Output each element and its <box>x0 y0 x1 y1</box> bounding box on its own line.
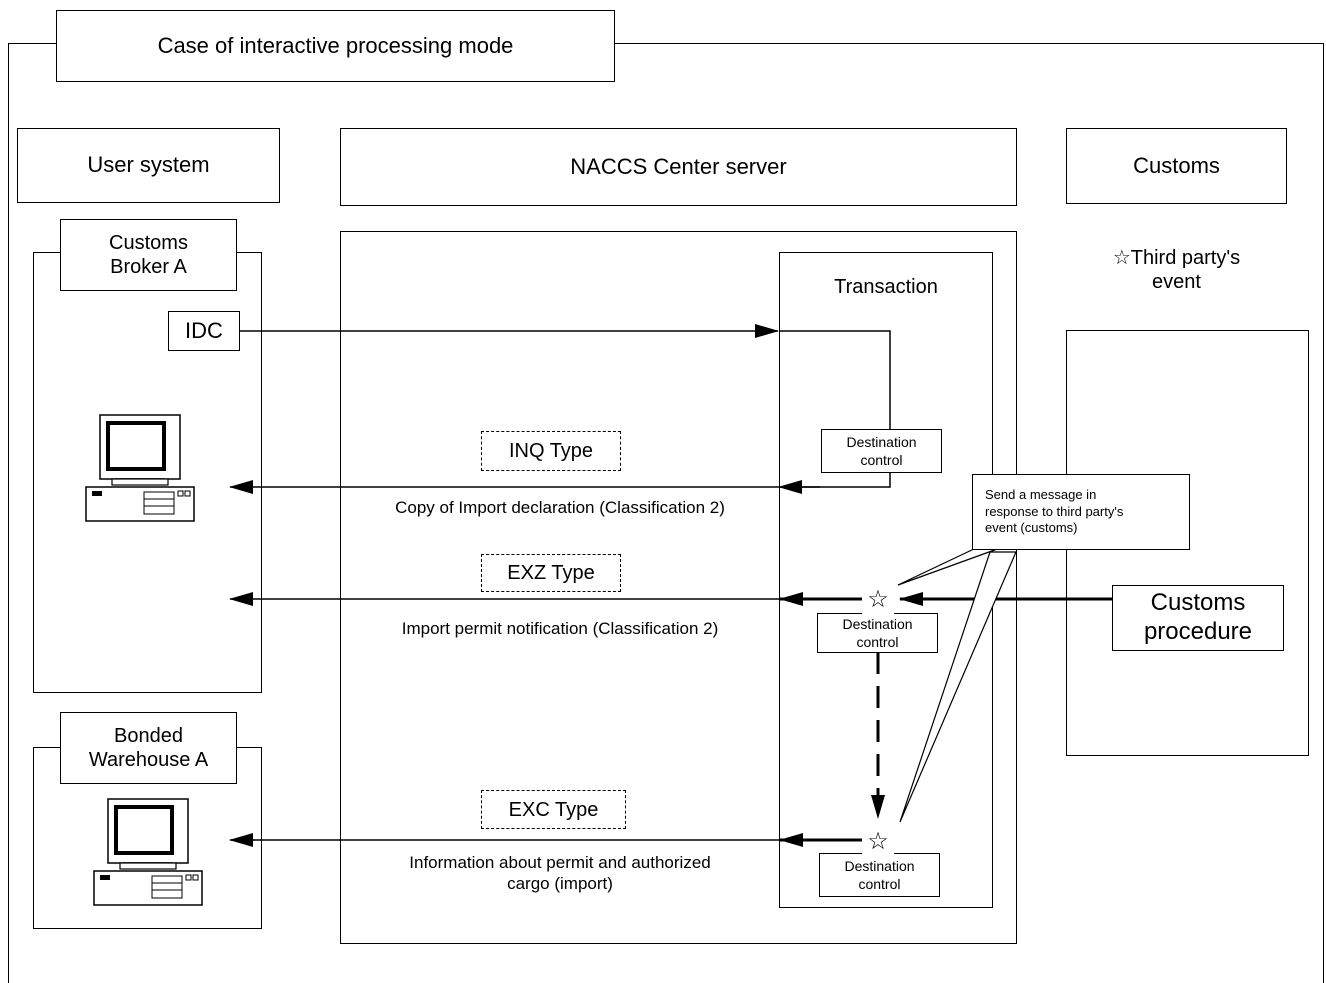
event-star-lower: ☆ <box>862 826 894 856</box>
diagram-title: Case of interactive processing mode <box>56 10 615 82</box>
exc-message-description: Information about permit and authorized … <box>409 852 711 893</box>
header-customs: Customs <box>1066 128 1287 204</box>
destination-control-inq: Destination control <box>821 429 942 473</box>
inq-message-description: Copy of Import declaration (Classificati… <box>395 498 725 518</box>
event-star-upper: ☆ <box>862 584 894 614</box>
header-user-system: User system <box>17 128 280 203</box>
callout-box: Send a message in response to third part… <box>972 474 1190 550</box>
customs-broker-label: Customs Broker A <box>60 219 237 291</box>
bonded-warehouse-label: Bonded Warehouse A <box>60 712 237 784</box>
third-party-event-label: ☆Third party's event <box>1112 247 1241 293</box>
exz-type-box: EXZ Type <box>481 554 621 592</box>
transaction-label: Transaction <box>834 276 938 298</box>
computer-icon <box>85 414 195 522</box>
inq-type-box: INQ Type <box>481 431 621 471</box>
transaction-flow-line <box>779 330 891 429</box>
customs-procedure-box: Customs procedure <box>1112 585 1284 651</box>
destination-control-exc: Destination control <box>819 853 940 897</box>
idc-box: IDC <box>168 311 240 351</box>
computer-icon <box>93 798 203 906</box>
header-naccs-center-server: NACCS Center server <box>340 128 1017 206</box>
callout-pointer-lower <box>899 551 1017 823</box>
destination-control-exz: Destination control <box>817 613 938 653</box>
exc-type-box: EXC Type <box>481 790 626 829</box>
transaction-panel <box>779 252 993 908</box>
exz-message-description: Import permit notification (Classificati… <box>401 619 719 639</box>
